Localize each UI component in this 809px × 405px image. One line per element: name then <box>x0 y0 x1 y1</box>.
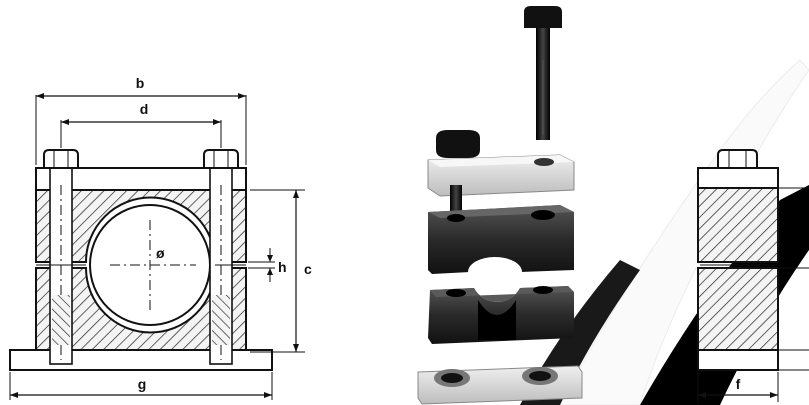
label-diameter: ø <box>156 245 165 261</box>
label-b: b <box>136 75 145 91</box>
exploded-assembly-view <box>417 6 583 405</box>
bolt-head-right <box>203 149 239 169</box>
label-c: c <box>304 261 312 277</box>
label-f: f <box>736 376 741 392</box>
bolt-head-left <box>43 149 79 169</box>
label-h: h <box>278 259 287 275</box>
side-section-view: f <box>697 149 809 402</box>
short-bolt-head <box>436 130 480 158</box>
label-d: d <box>140 101 149 117</box>
side-bolt-head <box>717 149 758 169</box>
front-section-view: b d c h g ø <box>9 75 312 400</box>
upper-clamp-block <box>428 205 574 274</box>
label-g: g <box>138 376 147 392</box>
long-bolt-head <box>524 6 562 28</box>
